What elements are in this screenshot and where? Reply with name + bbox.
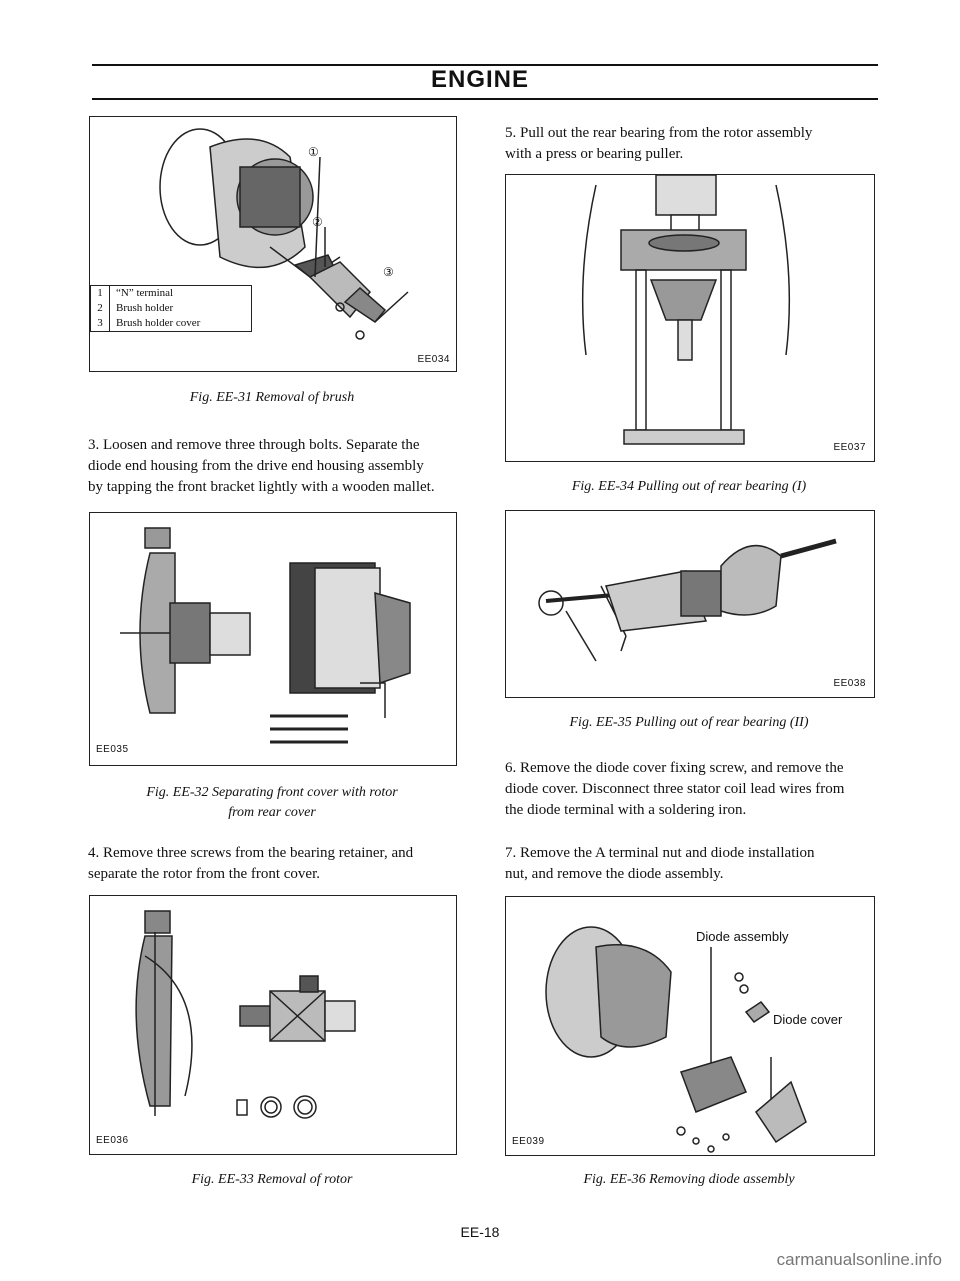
legend-label: “N” terminal [116, 287, 174, 299]
diode-assembly-illustration [545, 926, 807, 1153]
alternator-brush-illustration [159, 128, 409, 340]
paragraph-line: the diode terminal with a soldering iron… [505, 802, 747, 818]
step-3-paragraph: 3. Loosen and remove three through bolts… [88, 435, 458, 498]
paragraph-line: 5. Pull out the rear bearing from the ro… [505, 125, 813, 141]
watermark: carmanualsonline.info [776, 1250, 942, 1269]
legend-row: 1 “N” terminal [91, 286, 251, 301]
legend-number: 3 [91, 316, 110, 331]
legend-label: Brush holder [116, 302, 174, 314]
paragraph-line: 7. Remove the A terminal nut and diode i… [505, 845, 815, 861]
figure-caption: Fig. EE-36 Removing diode assembly [583, 1172, 795, 1187]
caption-line: Fig. EE-32 Separating front cover with r… [146, 785, 398, 800]
figure-ee31: ① ② ③ 1 “N” terminal 2 Brush holder 3 Brush… [89, 116, 457, 372]
figure-caption: Fig. EE-31 Removal of brush [189, 390, 355, 405]
figure-ee35: EE038 [505, 510, 875, 698]
bearing-puller-illustration [538, 538, 837, 662]
callout-2: ② [312, 215, 323, 229]
header-rule-bottom [92, 98, 878, 100]
caption-line: from rear cover [228, 805, 316, 820]
callout-3: ③ [383, 265, 394, 279]
label-diode-cover: Diode cover [773, 1012, 843, 1027]
legend-table: 1 “N” terminal 2 Brush holder 3 Brush holde… [90, 285, 252, 332]
figure-code: EE036 [96, 1135, 129, 1146]
separated-covers-illustration [120, 527, 411, 744]
step-7-paragraph: 7. Remove the A terminal nut and diode i… [505, 843, 877, 885]
figure-ee33: EE036 [89, 895, 457, 1155]
legend-row: 2 Brush holder [91, 301, 251, 316]
page-title: ENGINE [430, 66, 529, 93]
figure-code: EE038 [833, 678, 866, 689]
paragraph-line: 6. Remove the diode cover fixing screw, … [505, 760, 844, 776]
figure-caption: Fig. EE-35 Pulling out of rear bearing (… [569, 715, 809, 730]
figure-code: EE034 [417, 354, 450, 365]
legend-number: 1 [91, 286, 110, 301]
paragraph-line: nut, and remove the diode assembly. [505, 866, 724, 882]
paragraph-line: separate the rotor from the front cover. [88, 866, 320, 882]
legend-number: 2 [91, 301, 110, 316]
header-rule-top [92, 64, 878, 66]
callout-1: ① [308, 145, 319, 159]
figure-caption: Fig. EE-33 Removal of rotor [191, 1172, 353, 1187]
paragraph-line: 4. Remove three screws from the bearing … [88, 845, 414, 861]
rotor-removal-illustration [135, 910, 356, 1119]
paragraph-line: diode cover. Disconnect three stator coi… [505, 781, 845, 797]
paragraph-line: with a press or bearing puller. [505, 146, 684, 162]
paragraph-line: by tapping the front bracket lightly wit… [88, 479, 435, 495]
figure-code: EE035 [96, 744, 129, 755]
label-diode-assembly: Diode assembly [696, 929, 789, 944]
figure-ee32: EE035 [89, 512, 457, 766]
step-4-paragraph: 4. Remove three screws from the bearing … [88, 843, 458, 885]
figure-caption: Fig. EE-32 Separating front cover with r… [89, 783, 455, 823]
figure-code: EE039 [512, 1136, 545, 1147]
legend-label: Brush holder cover [116, 317, 201, 329]
step-5-paragraph: 5. Pull out the rear bearing from the ro… [505, 123, 877, 165]
figure-code: EE037 [833, 442, 866, 453]
page-number: EE-18 [460, 1224, 500, 1240]
legend-row: 3 Brush holder cover [91, 316, 251, 331]
figure-ee34: EE037 [505, 174, 875, 462]
bearing-press-illustration [581, 175, 791, 445]
figure-caption: Fig. EE-34 Pulling out of rear bearing (… [571, 479, 807, 494]
paragraph-line: diode end housing from the drive end hou… [88, 458, 424, 474]
figure-ee36: Diode assembly Diode cover EE039 [505, 896, 875, 1156]
paragraph-line: 3. Loosen and remove three through bolts… [88, 437, 420, 453]
step-6-paragraph: 6. Remove the diode cover fixing screw, … [505, 758, 877, 821]
